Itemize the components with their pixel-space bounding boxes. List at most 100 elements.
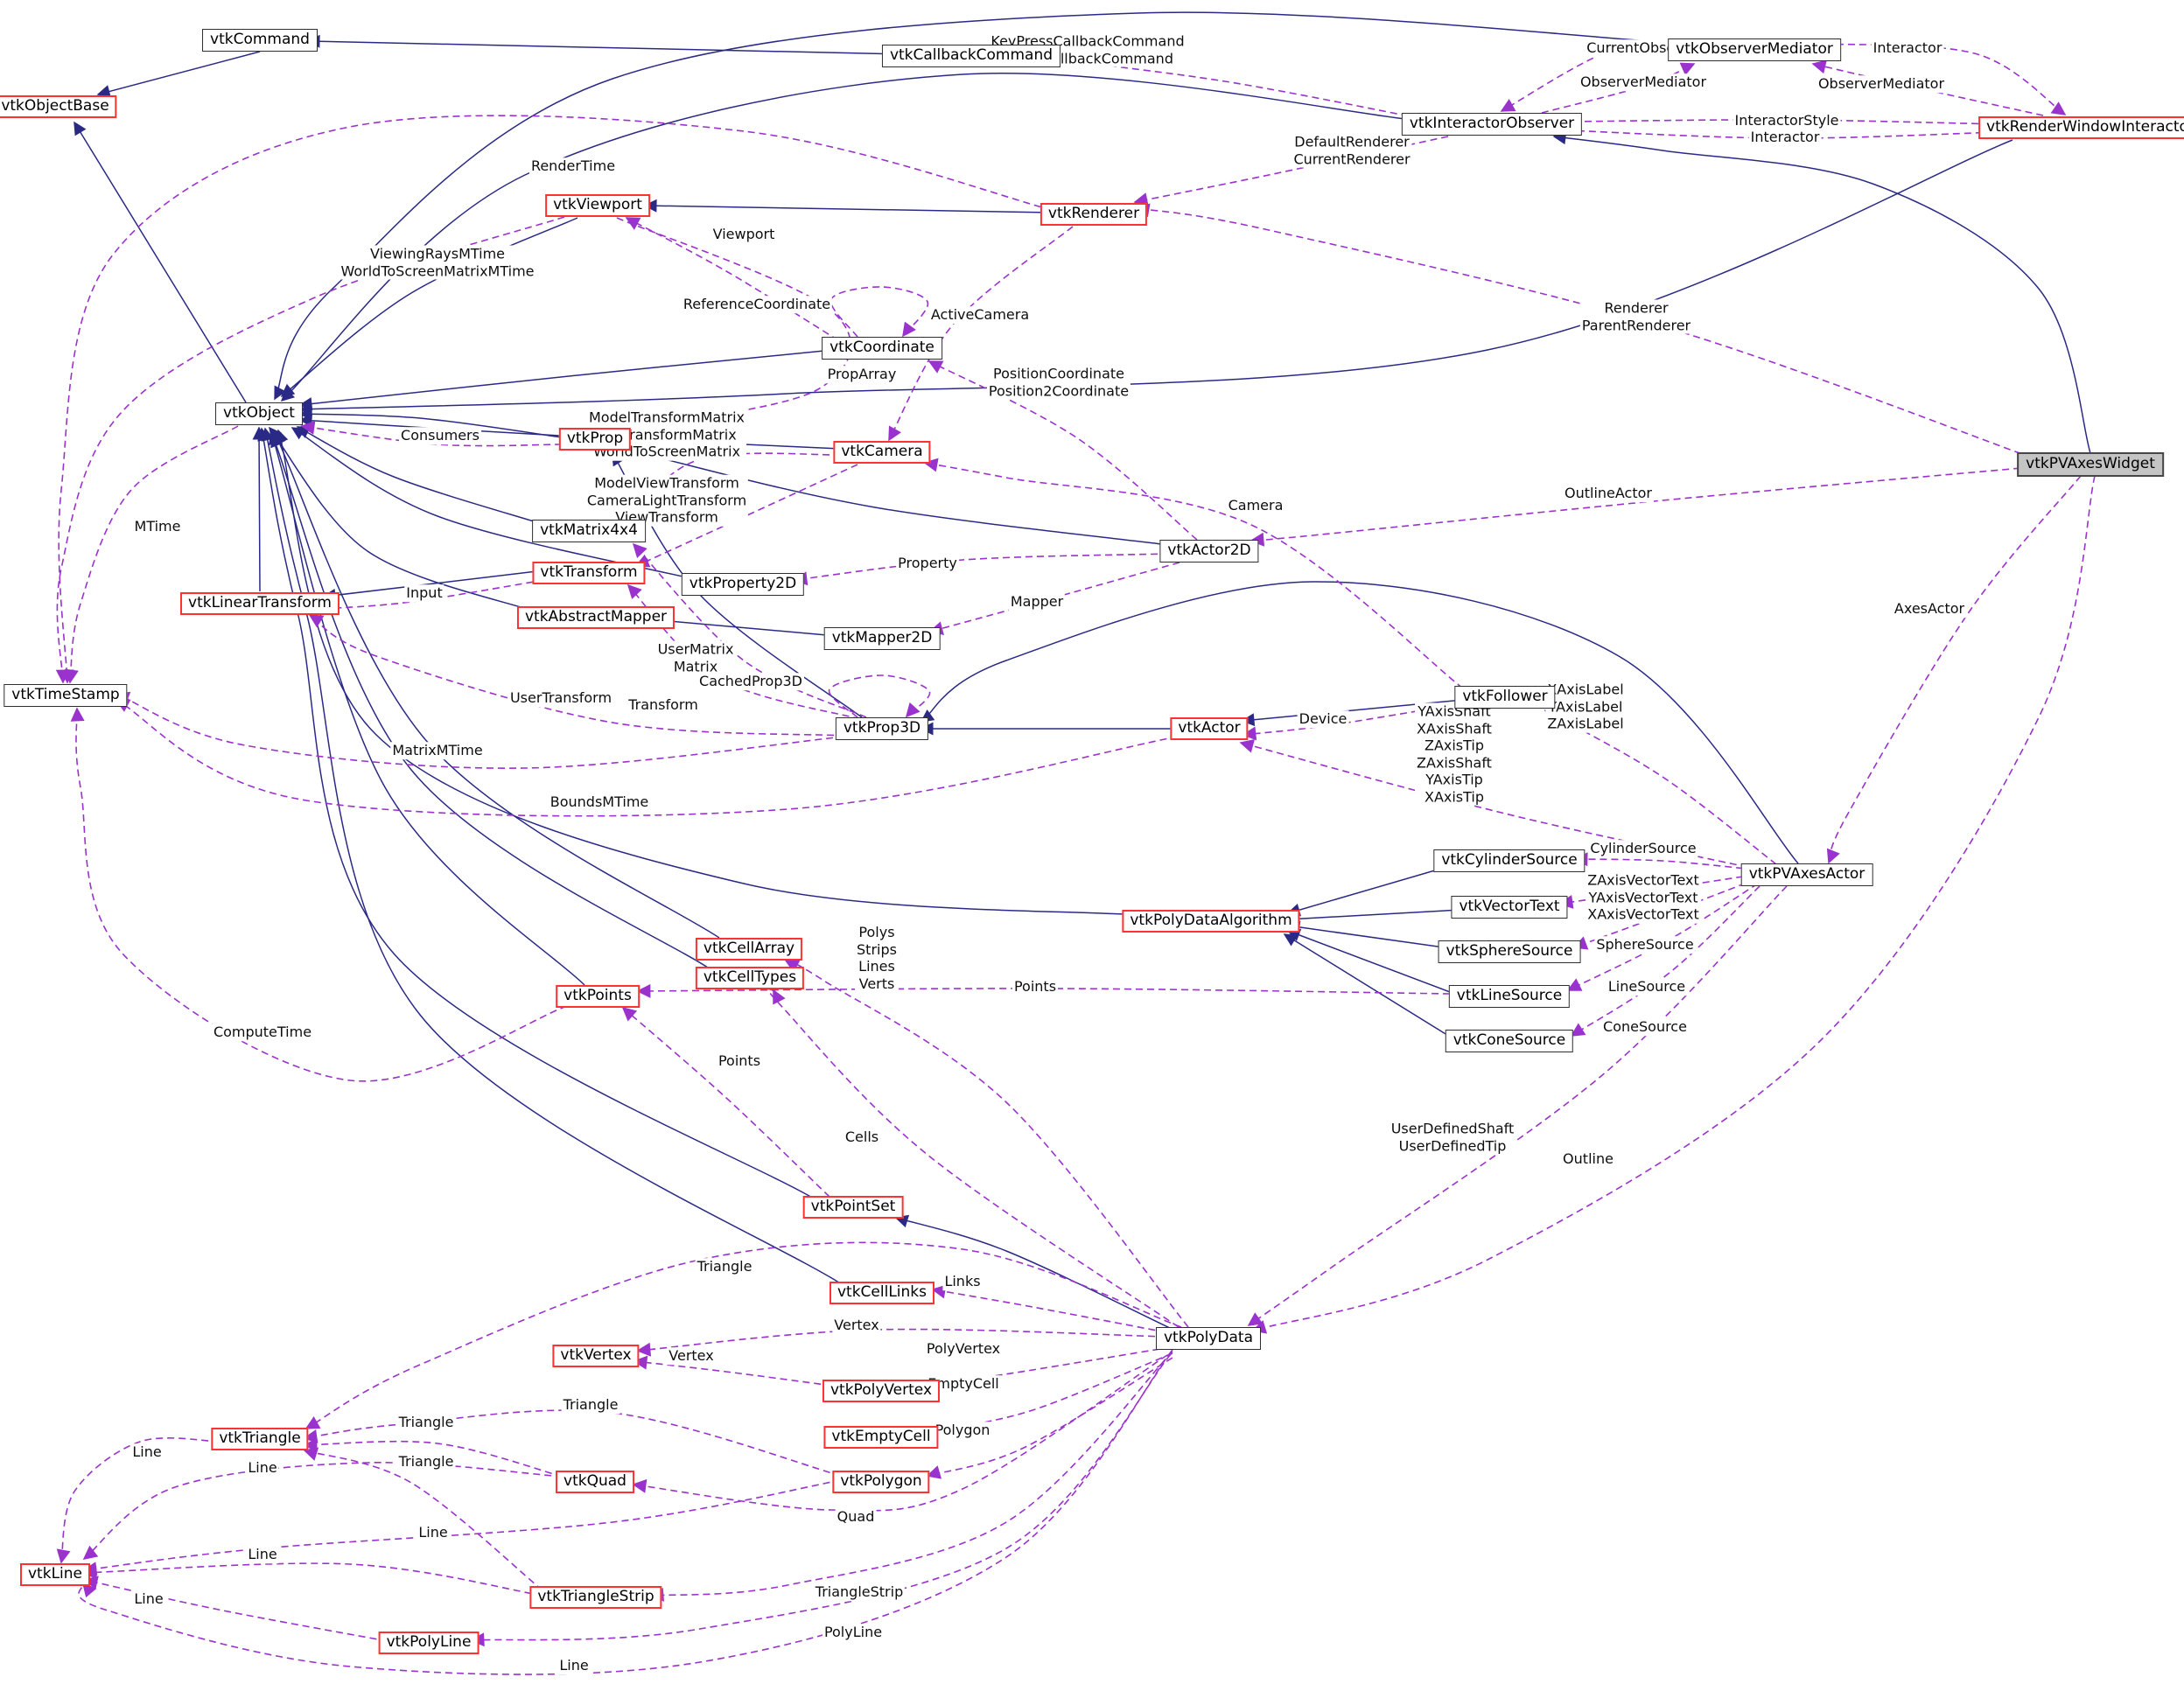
class-node-vtkProp3D[interactable]: vtkProp3D (835, 717, 929, 740)
class-node-vtkLineSource[interactable]: vtkLineSource (1448, 985, 1571, 1008)
edge-label-vtkRenderer-to-vtkTimeStamp: RenderTime (528, 157, 618, 175)
edge-label-vtkTriangleStrip-to-vtkTriangle: Triangle (396, 1453, 456, 1471)
edge-vtkActor2D-to-vtkCoordinate (928, 360, 1198, 541)
class-node-vtkTriangleStrip[interactable]: vtkTriangleStrip (529, 1586, 662, 1609)
edge-label-vtkPolyData-to-vtkTriangle: Triangle (695, 1258, 754, 1275)
edge-vtkMapper2D-to-vtkAbstractMapper (658, 614, 837, 637)
class-node-vtkTimeStamp[interactable]: vtkTimeStamp (4, 684, 128, 707)
edge-vtkFollower-to-vtkCamera (923, 458, 1464, 689)
edge-vtkRenderWindowInteractor-to-vtkObject (298, 139, 2013, 416)
edge-label-vtkPVAxesActor-to-vtkPolyData: UserDefinedShaft UserDefinedTip (1389, 1120, 1516, 1155)
class-node-vtkPolygon[interactable]: vtkPolygon (832, 1471, 930, 1493)
edge-vtkInteractorObserver-to-vtkRenderer (1133, 136, 1449, 206)
class-node-vtkLinearTransform[interactable]: vtkLinearTransform (180, 592, 340, 615)
edge-label-vtkProp3D-to-vtkLinearTransform: UserTransform (508, 689, 614, 707)
edge-vtkPVAxesWidget-to-vtkPolyData (1251, 475, 2096, 1334)
edge-label-vtkPoints-to-vtkTimeStamp: ComputeTime (211, 1024, 314, 1041)
edge-label-vtkActor2D-to-vtkProperty2D: Property (896, 555, 959, 572)
class-node-vtkTriangle[interactable]: vtkTriangle (211, 1428, 309, 1450)
class-node-vtkConeSource[interactable]: vtkConeSource (1445, 1030, 1574, 1052)
edge-label-vtkPVAxesActor-to-vtkVectorText: ZAxisVectorText YAxisVectorText XAxisVec… (1586, 871, 1701, 924)
edge-vtkViewport-to-vtkProp (616, 217, 852, 433)
class-node-vtkCommand[interactable]: vtkCommand (202, 29, 318, 52)
class-node-vtkAbstractMapper[interactable]: vtkAbstractMapper (516, 606, 676, 629)
edge-vtkSphereSource-to-vtkPolyDataAlgorithm (1286, 920, 1451, 949)
class-node-vtkObjectBase[interactable]: vtkObjectBase (0, 95, 117, 118)
edge-label-vtkPVAxesActor-to-vtkSphereSource: SphereSource (1594, 936, 1696, 954)
class-node-vtkObject[interactable]: vtkObject (215, 402, 303, 425)
edge-vtkCylinderSource-to-vtkPolyDataAlgorithm (1286, 865, 1451, 917)
class-node-vtkEmptyCell[interactable]: vtkEmptyCell (823, 1426, 939, 1449)
class-node-vtkCallbackCommand[interactable]: vtkCallbackCommand (881, 45, 1061, 67)
class-node-vtkCylinderSource[interactable]: vtkCylinderSource (1433, 849, 1586, 872)
class-node-vtkVectorText[interactable]: vtkVectorText (1451, 896, 1568, 919)
class-node-vtkMapper2D[interactable]: vtkMapper2D (823, 627, 941, 650)
class-node-vtkPolyData[interactable]: vtkPolyData (1156, 1327, 1261, 1350)
edge-vtkCellTypes-to-vtkObject (270, 433, 711, 970)
class-node-vtkLine[interactable]: vtkLine (20, 1563, 90, 1586)
edge-label-vtkObject-to-vtkTimeStamp: MTime (132, 518, 183, 535)
class-node-vtkPVAxesActor[interactable]: vtkPVAxesActor (1740, 863, 1873, 886)
edge-vtkPVAxesActor-to-vtkCylinderSource (1573, 852, 1755, 870)
class-node-vtkQuad[interactable]: vtkQuad (556, 1471, 634, 1493)
edge-vtkPVAxesWidget-to-vtkInteractorObserver (1552, 131, 2091, 454)
edge-vtkPointSet-to-vtkObject (257, 427, 815, 1199)
class-node-vtkPolyLine[interactable]: vtkPolyLine (378, 1632, 480, 1654)
edge-vtkProp-to-vtkObject (300, 421, 563, 447)
class-node-vtkPVAxesWidget[interactable]: vtkPVAxesWidget (2017, 452, 2164, 477)
edge-label-vtkPolyData-to-vtkCellLinks: Links (942, 1273, 983, 1290)
edge-vtkPolyData-to-vtkTriangle (304, 1241, 1182, 1429)
edge-vtkQuad-to-vtkLine (82, 1462, 564, 1560)
edge-label-vtkPVAxesWidget-to-vtkPVAxesActor: AxesActor (1892, 600, 1967, 618)
edge-vtkViewport-to-vtkObject (280, 217, 578, 397)
class-node-vtkCamera[interactable]: vtkCamera (833, 441, 931, 464)
class-node-vtkMatrix4x4[interactable]: vtkMatrix4x4 (532, 520, 646, 542)
class-node-vtkTransform[interactable]: vtkTransform (532, 562, 646, 584)
edge-vtkPolygon-to-vtkLine (82, 1479, 842, 1576)
class-node-vtkObserverMediator[interactable]: vtkObserverMediator (1668, 38, 1841, 61)
class-node-vtkCellArray[interactable]: vtkCellArray (695, 938, 803, 961)
edge-label-vtkProp3D-to-vtkTimeStamp: MatrixMTime (390, 742, 485, 759)
class-node-vtkCoordinate[interactable]: vtkCoordinate (822, 337, 942, 360)
edge-label-vtkPolyLine-to-vtkLine: Line (132, 1590, 165, 1608)
class-node-vtkPointSet[interactable]: vtkPointSet (802, 1196, 904, 1219)
edge-label-vtkInteractorObserver-to-vtkRenderer: DefaultRenderer CurrentRenderer (1292, 133, 1412, 168)
edge-label-vtkProp3D-to-vtkTransform: Transform (626, 696, 700, 714)
edge-vtkPoints-to-vtkTimeStamp (70, 707, 568, 1082)
edge-label-vtkActor2D-to-vtkCoordinate: PositionCoordinate Position2Coordinate (986, 365, 1131, 400)
edge-vtkTransform-to-vtkLinearTransform (322, 569, 545, 602)
class-node-vtkProperty2D[interactable]: vtkProperty2D (681, 573, 805, 596)
edge-label-vtkFollower-to-vtkActor: Device (1297, 710, 1349, 728)
class-node-vtkActor2D[interactable]: vtkActor2D (1159, 540, 1259, 563)
edge-label-vtkQuad-to-vtkTriangle: Triangle (396, 1414, 456, 1431)
edge-vtkPVAxesWidget-to-vtkRenderer (1135, 203, 2033, 458)
class-node-vtkCellLinks[interactable]: vtkCellLinks (829, 1282, 935, 1304)
class-node-vtkViewport[interactable]: vtkViewport (545, 194, 650, 217)
edge-vtkPolyData-to-vtkPolyVertex (934, 1346, 1172, 1390)
class-node-vtkInteractorObserver[interactable]: vtkInteractorObserver (1401, 113, 1583, 136)
class-node-vtkCellTypes[interactable]: vtkCellTypes (695, 967, 805, 989)
edge-vtkViewport-to-vtkTimeStamp (55, 216, 565, 684)
class-node-vtkPolyVertex[interactable]: vtkPolyVertex (822, 1380, 941, 1402)
edge-label-vtkProp3D-to-vtkMatrix4x4: UserMatrix Matrix (655, 640, 736, 675)
class-node-vtkSphereSource[interactable]: vtkSphereSource (1438, 940, 1581, 963)
class-node-vtkPolyDataAlgorithm[interactable]: vtkPolyDataAlgorithm (1122, 910, 1300, 933)
edge-vtkActor-to-vtkTimeStamp (115, 699, 1179, 817)
edge-vtkCamera-to-vtkTransform (634, 464, 858, 568)
class-node-vtkRenderWindowInteractor[interactable]: vtkRenderWindowInteractor (1978, 116, 2184, 139)
edge-label-vtkPolygon-to-vtkTriangle: Triangle (561, 1396, 620, 1414)
class-node-vtkPoints[interactable]: vtkPoints (556, 985, 640, 1008)
edge-vtkPVAxesActor-to-vtkFollower (1544, 709, 1777, 865)
edge-vtkObject-to-vtkTimeStamp (64, 425, 239, 684)
class-node-vtkProp[interactable]: vtkProp (558, 428, 632, 451)
edge-vtkTriangle-to-vtkLine (56, 1437, 220, 1564)
edge-label-vtkPointSet-to-vtkPoints: Points (716, 1052, 763, 1070)
class-node-vtkRenderer[interactable]: vtkRenderer (1040, 203, 1148, 226)
class-node-vtkVertex[interactable]: vtkVertex (552, 1345, 640, 1367)
edge-label-vtkPolyData-to-vtkVertex: Vertex (832, 1317, 881, 1334)
class-node-vtkActor[interactable]: vtkActor (1170, 717, 1249, 740)
class-node-vtkFollower[interactable]: vtkFollower (1454, 686, 1556, 709)
edge-vtkPolyData-to-vtkPointSet (894, 1214, 1171, 1329)
